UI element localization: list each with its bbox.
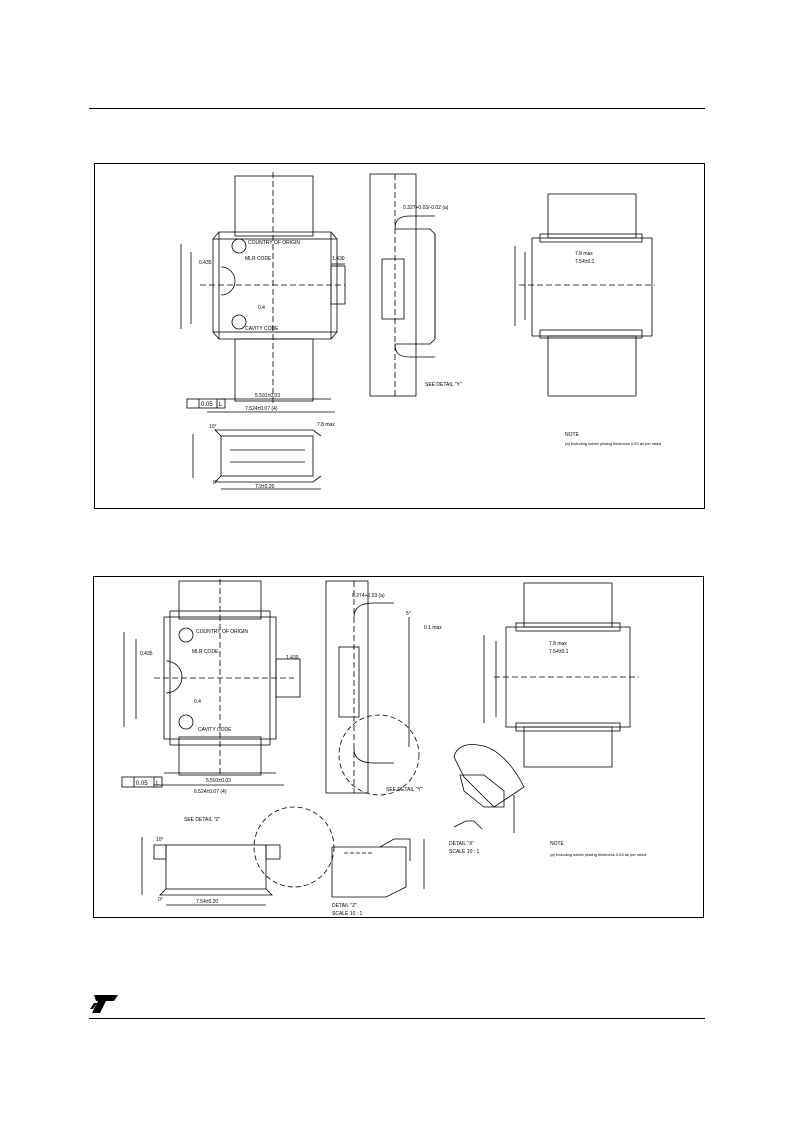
- datum-l: L: [219, 402, 223, 408]
- mlr-code-label: MLR CODE: [245, 256, 272, 262]
- flatness-value-2: 0.05: [136, 781, 148, 787]
- see-detail-z-label: SEE DETAIL "Z": [184, 817, 221, 823]
- note-text-2: (a) Including solder plating thickness 0…: [550, 852, 646, 857]
- footer-rule: [89, 1018, 705, 1019]
- dim-0274: 0.274+0.03 (a): [352, 593, 385, 599]
- angle-10: 10°: [209, 424, 217, 430]
- dim-1430: 1.430: [332, 256, 345, 262]
- dim-754: 7.54±0.1: [575, 259, 595, 265]
- package-drawing-1: COUNTRY OF ORIGIN MLR CODE CAVITY CODE 0…: [94, 163, 705, 509]
- drawing-1-svg: COUNTRY OF ORIGIN MLR CODE CAVITY CODE 0…: [180, 172, 661, 490]
- dim-1430-2: 1.430: [286, 655, 299, 661]
- dim-0327: 0.327+0.03/-0.02 (a): [403, 205, 449, 211]
- country-of-origin-label-2: COUNTRY OF ORIGIN: [196, 629, 248, 635]
- dim-0435: 0.435: [199, 260, 212, 266]
- scale-x-label: SCALE 10 : 1: [449, 849, 480, 855]
- dim-01: 0.1 max: [424, 625, 442, 631]
- dim-04-2: 0.4: [194, 699, 201, 705]
- package-drawing-2: COUNTRY OF ORIGIN MLR CODE CAVITY CODE 0…: [93, 576, 704, 918]
- cavity-code-label: CAVITY CODE: [245, 326, 279, 332]
- flatness-frame-2: 0.05 L: [121, 776, 163, 788]
- dim-6524-2: 6.524±0.07 (4): [194, 789, 227, 795]
- angle-0-2: 0°: [158, 897, 163, 903]
- dim-7524: 7.524±0.07 (4): [245, 406, 278, 412]
- angle-0: 0°: [213, 480, 218, 486]
- scale-z-label: SCALE 10 : 1: [332, 911, 363, 917]
- mlr-code-label-2: MLR CODE: [192, 649, 219, 655]
- dim-0435-2: 0.435: [140, 651, 153, 657]
- datum-l-2: L: [156, 781, 160, 787]
- st-logo: [88, 993, 120, 1015]
- angle-5-2: 5°: [406, 611, 411, 617]
- detail-z-label: DETAIL "Z": [332, 903, 357, 909]
- cavity-code-label-2: CAVITY CODE: [198, 727, 232, 733]
- note-title: NOTE: [565, 432, 580, 438]
- dim-79: 7.9±0.20: [255, 484, 275, 490]
- dim-79-top: 7.8 max: [317, 422, 335, 428]
- dim-5591: 5.591±0.03: [255, 393, 280, 399]
- dim-04: 0.4: [258, 305, 265, 311]
- see-detail-label: SEE DETAIL "Y": [425, 382, 462, 388]
- dim-78: 7.8 max: [575, 251, 593, 257]
- dim-78-2: 7.8 max: [549, 641, 567, 647]
- angle-10-2: 10°: [156, 837, 164, 843]
- detail-x-label: DETAIL "X": [449, 841, 474, 847]
- see-detail-y-label: SEE DETAIL "Y": [386, 787, 423, 793]
- dim-5591-2: 5.591±0.03: [206, 778, 231, 784]
- flatness-frame: 0.05 L: [186, 398, 226, 409]
- note-title-2: NOTE: [550, 841, 565, 847]
- st-logo-icon: [90, 995, 118, 1013]
- flatness-value: 0.05: [201, 402, 213, 408]
- dim-754b: 7.54±0.20: [196, 899, 218, 905]
- header-rule: [89, 108, 705, 109]
- dim-754-2: 7.54±0.1: [549, 649, 569, 655]
- country-of-origin-label: COUNTRY OF ORIGIN: [248, 240, 300, 246]
- drawing-2-svg: COUNTRY OF ORIGIN MLR CODE CAVITY CODE 0…: [121, 579, 646, 917]
- note-text: (a) Including solder plating thickness 0…: [565, 441, 661, 446]
